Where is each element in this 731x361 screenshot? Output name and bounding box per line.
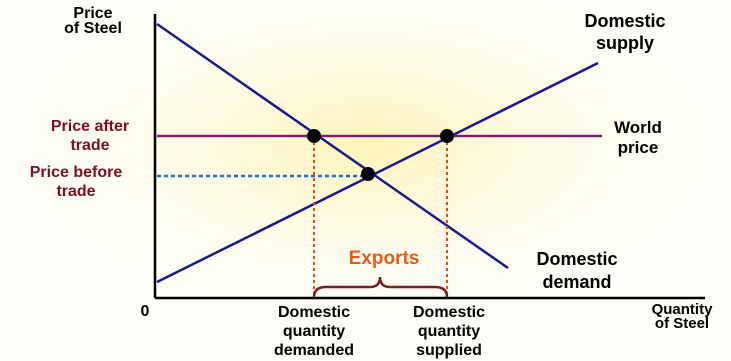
quantity-demanded-label-line2: quantity (283, 323, 345, 340)
quantity-demanded-label-line1: Domestic (278, 304, 350, 321)
world-price-label-line1: World (614, 118, 662, 137)
price-after-trade-line2: trade (70, 137, 109, 154)
quantity-demanded-label-line3: demanded (274, 342, 354, 359)
price-before-trade-line1: Price before (30, 164, 123, 181)
x-axis-label-line2: of Steel (655, 315, 709, 332)
quantity-supplied-label-line1: Domestic (413, 304, 485, 321)
price-after-trade-line1: Price after (51, 118, 129, 135)
domestic-supply-label-line1: Domestic (584, 11, 665, 31)
domestic-demand-label-line1: Domestic (536, 249, 617, 269)
demand-world-price-point (307, 129, 321, 143)
quantity-supplied-label-line3: supplied (416, 342, 482, 359)
origin-label: 0 (141, 303, 150, 320)
domestic-equilibrium-point (361, 167, 375, 181)
world-price-label-line2: price (618, 138, 659, 157)
x-axis-label-line1: Quantity (652, 301, 713, 318)
supply-world-price-point (440, 129, 454, 143)
quantity-supplied-label-line2: quantity (418, 323, 480, 340)
y-axis-label-line1: Price (73, 5, 112, 22)
domestic-supply-curve (156, 61, 599, 284)
domestic-demand-label-line2: demand (542, 272, 611, 292)
exports-label: Exports (349, 248, 420, 269)
price-before-trade-line2: trade (56, 183, 95, 200)
domestic-demand-curve (156, 22, 509, 270)
domestic-supply-label-line2: supply (596, 33, 654, 53)
y-axis-label-line2: of Steel (64, 20, 122, 37)
exports-brace (312, 276, 449, 298)
